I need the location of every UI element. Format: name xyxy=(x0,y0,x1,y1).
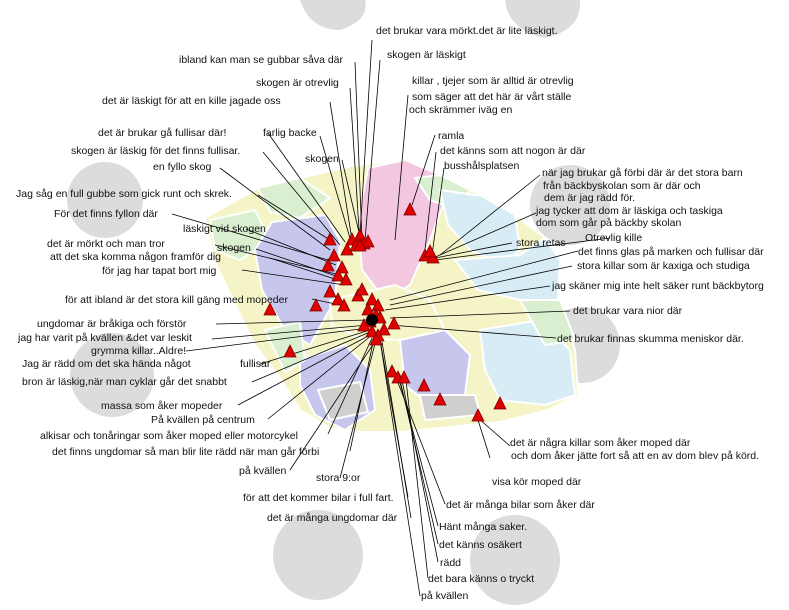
map-label: för att det kommer bilar i full fart. xyxy=(243,492,394,504)
map-label: när jag brukar gå förbi där är det stora… xyxy=(542,167,743,179)
map-label: jag har varit på kvällen &det var leskit xyxy=(18,332,192,344)
red-triangle-icon xyxy=(331,268,345,282)
map-label: skogen xyxy=(217,242,251,254)
red-triangle-icon xyxy=(423,244,437,258)
map-label: bron är läskig,när man cyklar går det sn… xyxy=(22,376,227,388)
map-label: från bäckbyskolan som är där och xyxy=(543,180,701,192)
map-label: Hänt många saker. xyxy=(439,521,528,533)
map-label: farlig backe xyxy=(263,127,317,139)
red-triangle-icon xyxy=(283,344,297,358)
map-label: det är brukar gå fullisar där! xyxy=(98,127,227,139)
map-label: Jag såg en full gubbe som gick runt och … xyxy=(16,188,232,200)
map-area xyxy=(203,158,580,433)
map-label: för att ibland är det stora kill gäng me… xyxy=(65,294,288,306)
map-label: Jag är rädd om det ska hända något xyxy=(22,358,191,370)
map-label: det finns ungdomar så man blir lite rädd… xyxy=(52,446,320,458)
red-triangle-icon xyxy=(339,272,353,286)
map-label: killar , tjejer som är alltid är otrevli… xyxy=(412,75,574,87)
red-triangle-icon xyxy=(493,396,507,410)
map-label: skogen xyxy=(305,153,339,165)
map-label: och dom åker jätte fort så att en av dom… xyxy=(511,450,760,462)
map-label: ungdomar är bråkiga och förstör xyxy=(37,318,187,330)
map-label: det är några killar som åker moped där xyxy=(510,437,691,449)
map-label: det brukar finnas skumma meniskor där. xyxy=(557,333,744,345)
red-triangle-icon xyxy=(309,298,323,312)
map-label: en fyllo skog xyxy=(153,161,212,173)
red-triangle-icon xyxy=(323,232,337,246)
map-label: på kvällen xyxy=(421,590,469,602)
map-label: skogen är otrevlig xyxy=(256,77,339,89)
map-label: stora killar som är kaxiga och studiga xyxy=(577,260,750,272)
red-triangle-icon xyxy=(471,408,485,422)
map-label: grymma killar..Aldre! xyxy=(91,345,187,357)
map-label: massa som åker mopeder xyxy=(101,400,223,412)
map-label: det känns som att nogon är där xyxy=(440,145,586,157)
red-triangle-icon xyxy=(263,302,277,316)
map-label: rädd xyxy=(440,557,462,569)
leader-lines xyxy=(171,39,611,597)
red-triangle-icon xyxy=(357,318,371,332)
map-label: stora retas xyxy=(516,237,566,249)
map-label: jag skäner mig inte helt säker runt bäck… xyxy=(552,280,764,292)
map-label: det är mörkt och man tror xyxy=(47,238,165,250)
map-label: dem är jag rädd för. xyxy=(544,192,636,204)
red-triangle-icon xyxy=(385,364,399,378)
red-triangle-icon xyxy=(433,392,447,406)
red-triangle-icon xyxy=(365,324,379,338)
map-label: det bara känns o tryckt xyxy=(428,573,535,585)
map-label: och skrämmer iväg en xyxy=(409,104,513,116)
red-triangle-icon xyxy=(371,298,385,312)
red-triangle-icon xyxy=(361,234,375,248)
red-triangle-icon xyxy=(337,298,351,312)
map-label: visa kör moped där xyxy=(492,476,582,488)
red-triangle-icon xyxy=(355,282,369,296)
map-label: som säger att det här är vårt ställe xyxy=(412,91,572,103)
map-label: skogen är läskigt xyxy=(387,49,466,61)
map-label: fullisar xyxy=(240,358,271,370)
watermark-shapes xyxy=(67,0,620,605)
map-label: det brukar vara nior där xyxy=(573,305,683,317)
red-triangle-icon xyxy=(321,258,335,272)
map-label: skogen är läskig för det finns fullisar. xyxy=(71,145,241,157)
red-triangle-icon xyxy=(335,260,349,274)
map-label: dom som går på bäckby skolan xyxy=(536,217,682,229)
map-label: jag tycker att dom är läskiga och taskig… xyxy=(536,205,723,217)
map-label: Otrevlig kille xyxy=(585,232,643,244)
red-triangle-icon xyxy=(365,292,379,306)
map-label: det är många ungdomar där xyxy=(267,512,398,524)
red-triangle-icon xyxy=(323,284,337,298)
marker-cluster xyxy=(366,314,378,326)
map-label: busshålsplatsen xyxy=(444,160,520,172)
red-triangle-icon xyxy=(340,242,354,256)
red-triangle-icon xyxy=(397,370,411,384)
map-label: stora 9:or xyxy=(316,472,361,484)
map-label: ibland kan man se gubbar såva där xyxy=(179,54,344,66)
map-label: det känns osäkert xyxy=(439,539,522,551)
map-label: det finns glas på marken och fullisar dä… xyxy=(578,246,764,258)
map-label: det brukar vara mörkt.det är lite läskig… xyxy=(376,25,558,37)
map-label: på kvällen xyxy=(239,465,287,477)
map-label: det är många bilar som åker där xyxy=(446,499,595,511)
map-label: alkisar och tonåringar som åker moped el… xyxy=(40,430,298,442)
marker-layer xyxy=(263,202,507,422)
red-triangle-icon xyxy=(327,248,341,262)
map-label: För det finns fyllon där xyxy=(54,208,158,220)
red-triangle-icon xyxy=(331,292,345,306)
red-triangle-icon xyxy=(369,332,383,346)
map-label: att det ska komma någon framför dig xyxy=(50,251,221,263)
map-label: det är läskigt för att en kille jagade o… xyxy=(102,95,281,107)
map-label: läskigt vid skogen xyxy=(183,223,266,235)
red-triangle-icon xyxy=(361,302,375,316)
red-triangle-icon xyxy=(387,316,401,330)
red-triangle-icon xyxy=(403,202,417,216)
map-label: ramla xyxy=(438,130,465,142)
red-triangle-icon xyxy=(353,238,367,252)
map-label: för jag har tapat bort mig xyxy=(102,265,217,277)
red-triangle-icon xyxy=(417,378,431,392)
red-triangle-icon xyxy=(377,322,391,336)
map-label: På kvällen på centrum xyxy=(151,414,255,426)
